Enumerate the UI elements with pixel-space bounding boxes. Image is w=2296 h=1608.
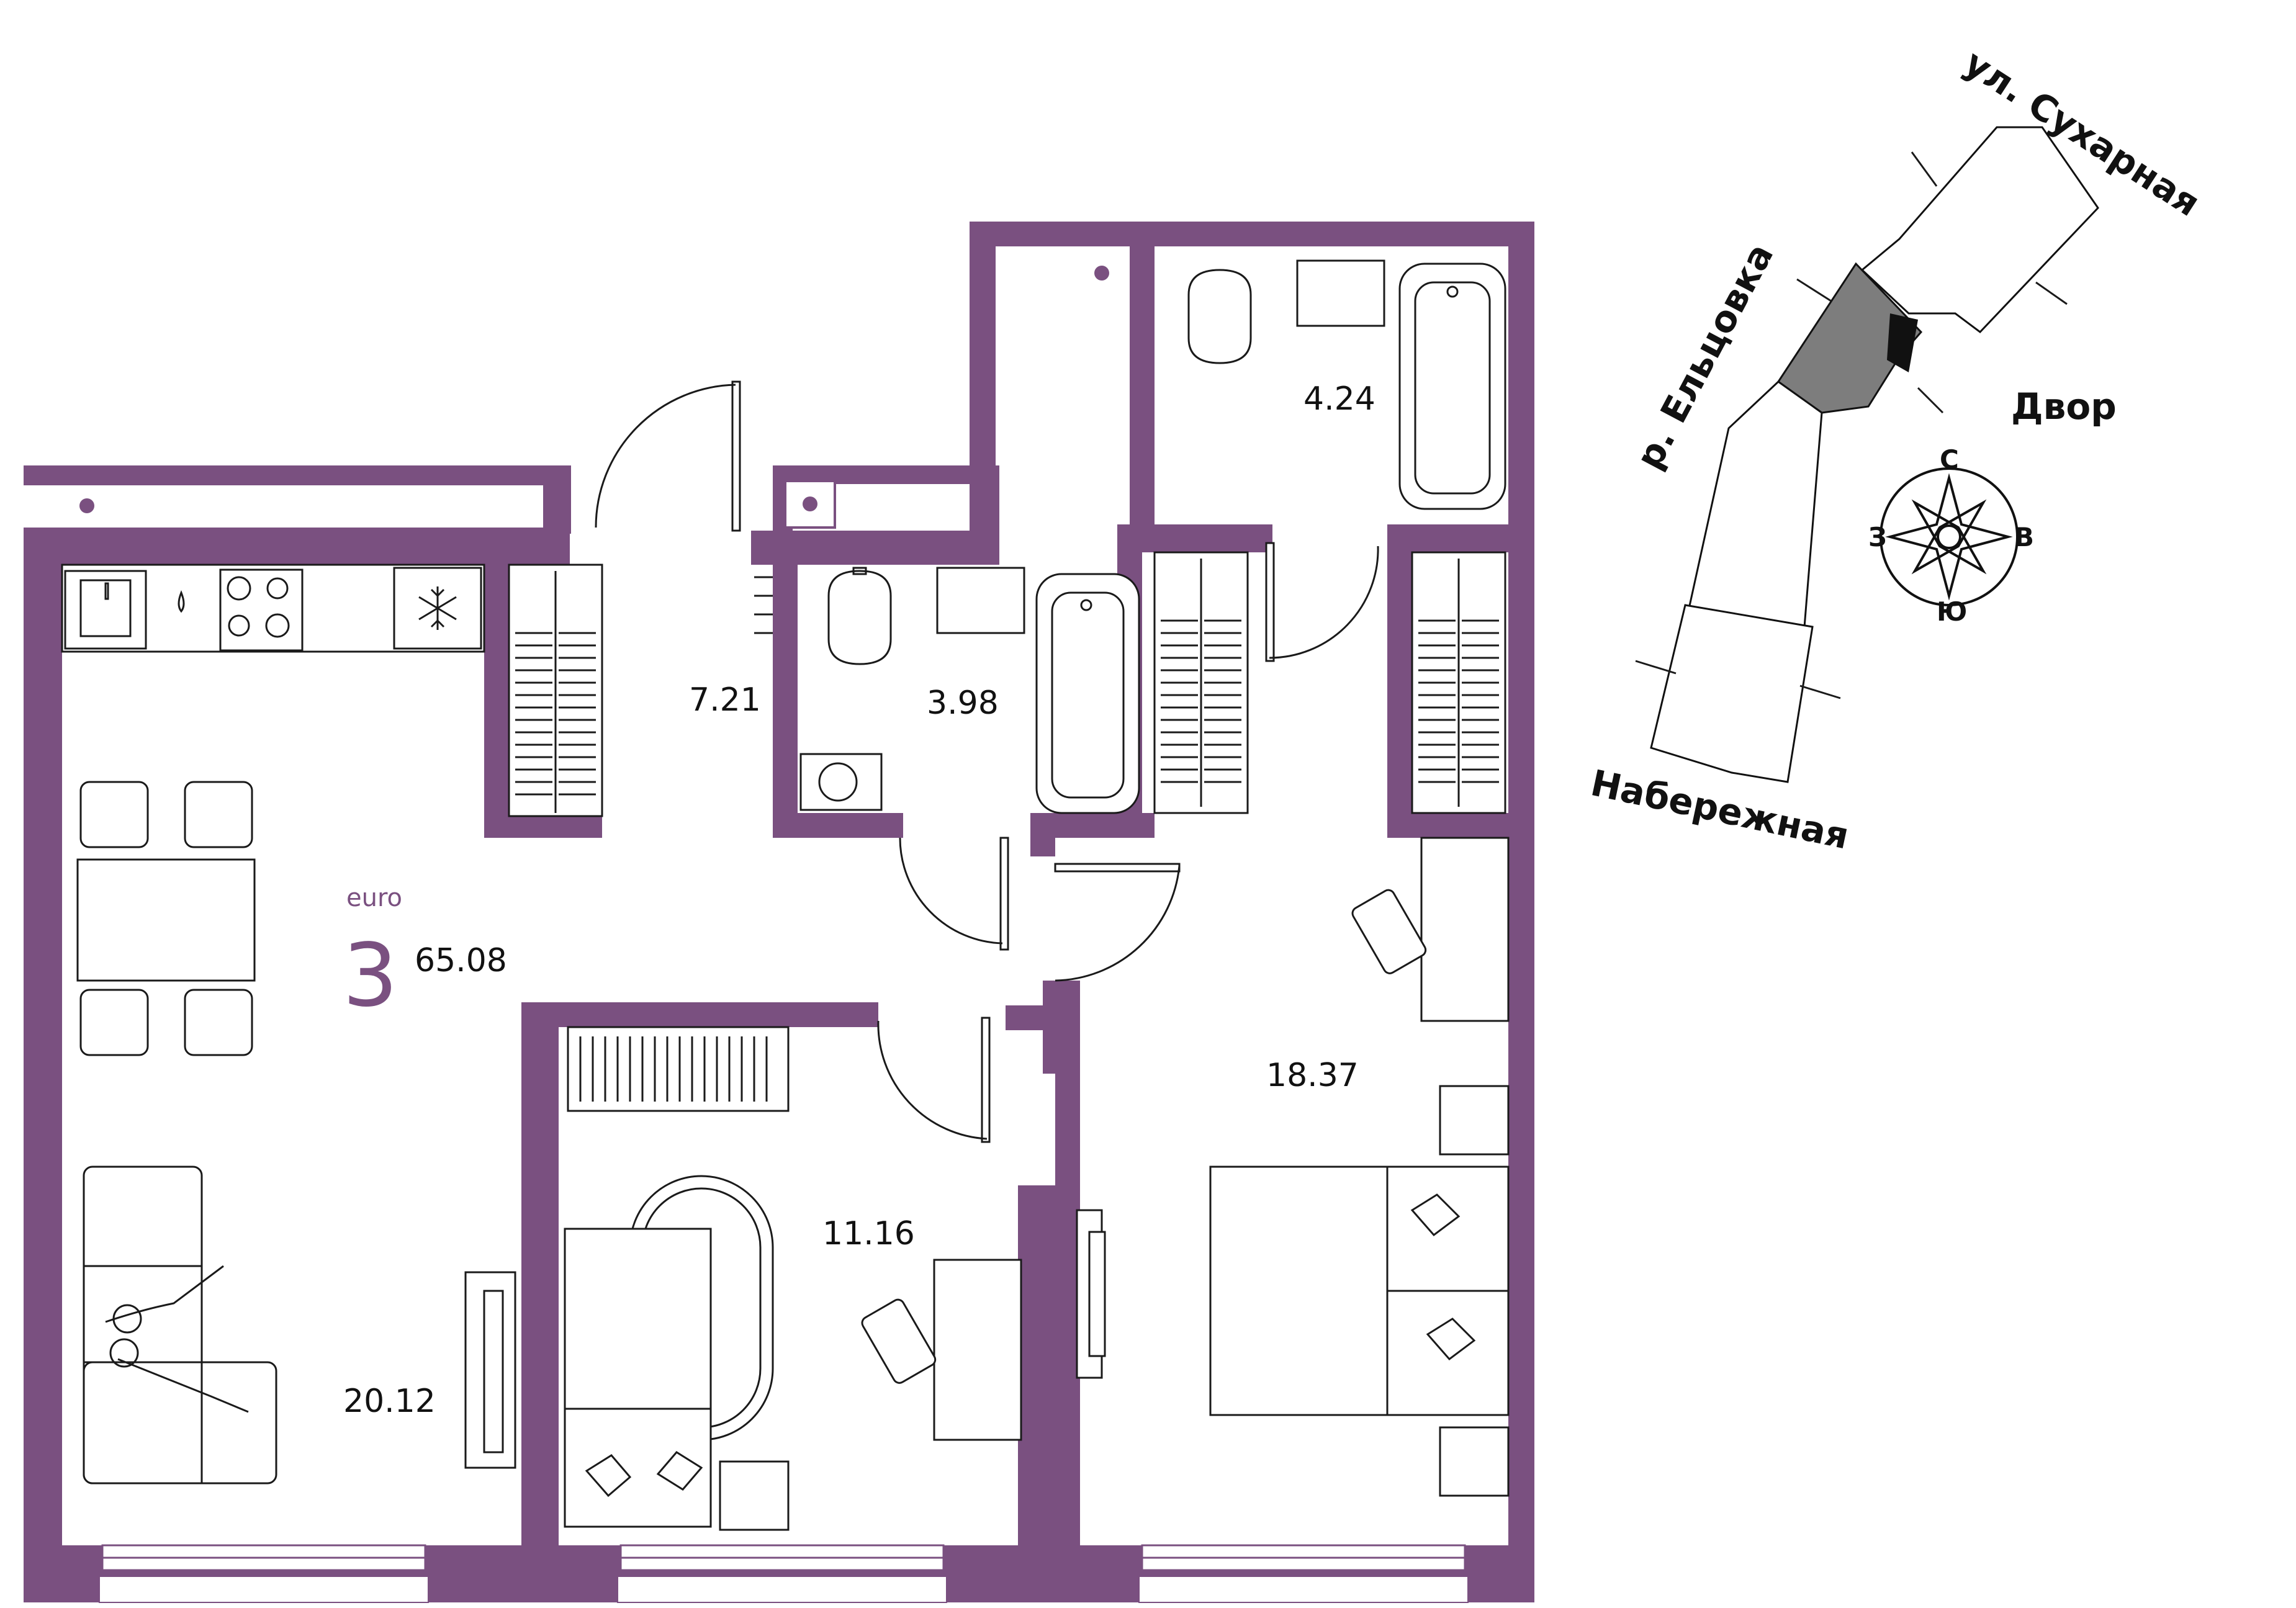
apartment-total-area: 65.08 (415, 942, 507, 979)
compass-icon: С Ю З В (1868, 444, 2034, 627)
kitchen-counter (61, 564, 485, 653)
apartment-rooms: 3 (343, 925, 398, 1026)
entrance-arrows (1635, 151, 2068, 699)
sofa (83, 1166, 277, 1484)
dining-table (76, 781, 256, 1056)
bathroom-1-fixtures (799, 567, 1140, 814)
area-bathroom-2: 4.24 (1303, 380, 1375, 418)
apartment-summary: euro 3 65.08 (343, 884, 507, 1026)
apartment-type-label: euro (346, 884, 402, 912)
area-bedroom-2: 18.37 (1266, 1057, 1359, 1094)
area-bathroom-1: 3.98 (927, 685, 999, 722)
compass-west: З (1868, 522, 1887, 552)
compass-south: Ю (1937, 596, 1967, 627)
stove (219, 568, 304, 652)
area-living-kitchen: 20.12 (343, 1383, 436, 1420)
embankment-label: Набережная (1587, 761, 1852, 857)
site-plan: ул. Сухарная р. Ельцовка Двор Набережная… (1587, 42, 2207, 858)
area-bedroom-1: 11.16 (822, 1215, 915, 1252)
compass-east: В (2014, 522, 2034, 552)
water-drop-icon (178, 590, 185, 613)
doors (595, 380, 1379, 1143)
building-south (1650, 604, 1814, 783)
yard-label: Двор (2011, 385, 2117, 428)
building-north (1860, 126, 2099, 334)
compass-north: С (1940, 444, 1959, 475)
apartment-highlight (1887, 313, 1918, 372)
windows (99, 1544, 1469, 1603)
bedroom-2-furniture (1076, 837, 1510, 1497)
snowflake-icon (418, 586, 457, 630)
area-hallway: 7.21 (689, 681, 761, 719)
risers (79, 266, 1109, 529)
area-labels: 7.21 3.98 4.24 18.37 11.16 20.12 (343, 380, 1375, 1420)
wardrobe-kitchen (508, 564, 603, 817)
bathroom-2-fixtures (1187, 259, 1506, 510)
bedroom-1-furniture (564, 1026, 1022, 1531)
building-middle (1687, 380, 1823, 644)
wardrobe-hall (1153, 551, 1506, 814)
tv-unit (464, 1271, 516, 1469)
